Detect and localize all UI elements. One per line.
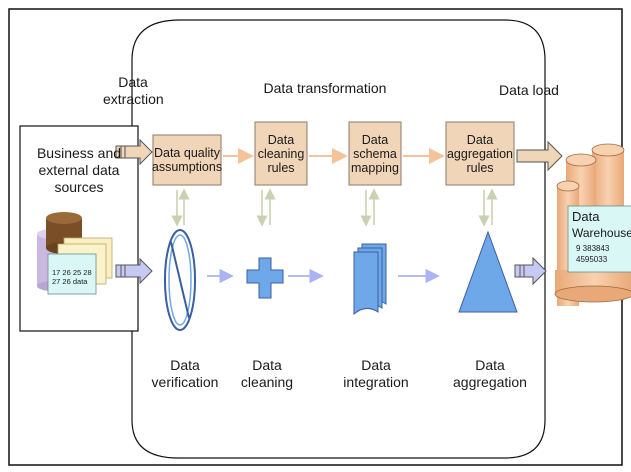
integration-pages-shape bbox=[353, 243, 387, 316]
warehouse-title: Data bbox=[572, 209, 600, 224]
warehouse-number-2: 4595033 bbox=[576, 255, 608, 264]
transformation-region bbox=[131, 19, 546, 459]
rule-label-cleaning: Data cleaning rules bbox=[257, 132, 305, 175]
verification-shape bbox=[164, 229, 196, 331]
extraction-arrow-top bbox=[115, 138, 153, 166]
stage-label-extraction: Data extraction bbox=[103, 74, 164, 107]
process-label-integration: Data integration bbox=[343, 357, 409, 390]
rule-box-cleaning bbox=[254, 121, 308, 186]
aggregation-triangle-shape bbox=[458, 230, 518, 313]
stage-label-load: Data load bbox=[499, 82, 559, 98]
rule-label-schema: Data schema mapping bbox=[351, 132, 399, 175]
process-label-cleaning: Data cleaning bbox=[240, 357, 294, 390]
stage-label-transformation: Data transformation bbox=[263, 80, 387, 96]
warehouse-number-1: 9 383843 bbox=[576, 244, 610, 253]
extraction-arrow-bottom bbox=[115, 257, 153, 285]
load-arrow-top bbox=[516, 140, 563, 172]
rule-link-arrows bbox=[171, 188, 498, 227]
load-arrow-bottom bbox=[514, 256, 547, 286]
rule-label-aggregation: Data aggregation rules bbox=[446, 132, 514, 175]
warehouse-card bbox=[567, 205, 631, 273]
rule-label-quality: Data quality assumptions bbox=[151, 146, 223, 174]
warehouse-subtitle: Warehouse bbox=[572, 226, 631, 240]
source-papers-icon bbox=[47, 237, 113, 295]
process-label-verification: Data verification bbox=[151, 357, 219, 390]
source-label: Business and external data sources bbox=[36, 145, 122, 195]
rule-box-quality bbox=[152, 134, 222, 186]
cleaning-cross-shape bbox=[246, 257, 284, 299]
source-card-text: 17 26 25 28 27 26 data bbox=[52, 268, 92, 286]
rule-box-aggregation bbox=[445, 121, 515, 186]
rule-box-schema bbox=[348, 121, 402, 186]
process-label-aggregation: Data aggregation bbox=[453, 357, 527, 390]
